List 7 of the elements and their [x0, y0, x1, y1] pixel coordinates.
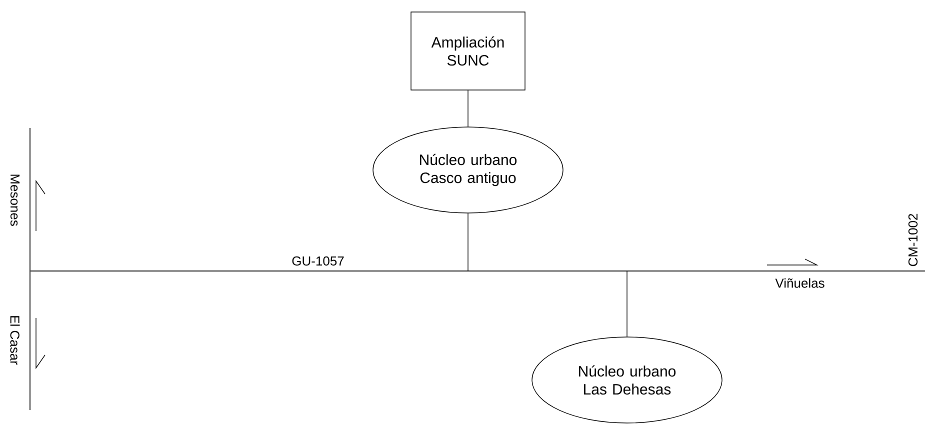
connector-line	[626, 270, 628, 337]
road-label: Mesones	[10, 174, 20, 226]
location-box: Ampliación SUNC	[410, 12, 526, 90]
road-label: CM-1002	[908, 214, 918, 266]
road-label: Viñuelas	[775, 278, 824, 288]
road-label: GU-1057	[292, 256, 344, 266]
road-label: El Casar	[10, 316, 20, 365]
